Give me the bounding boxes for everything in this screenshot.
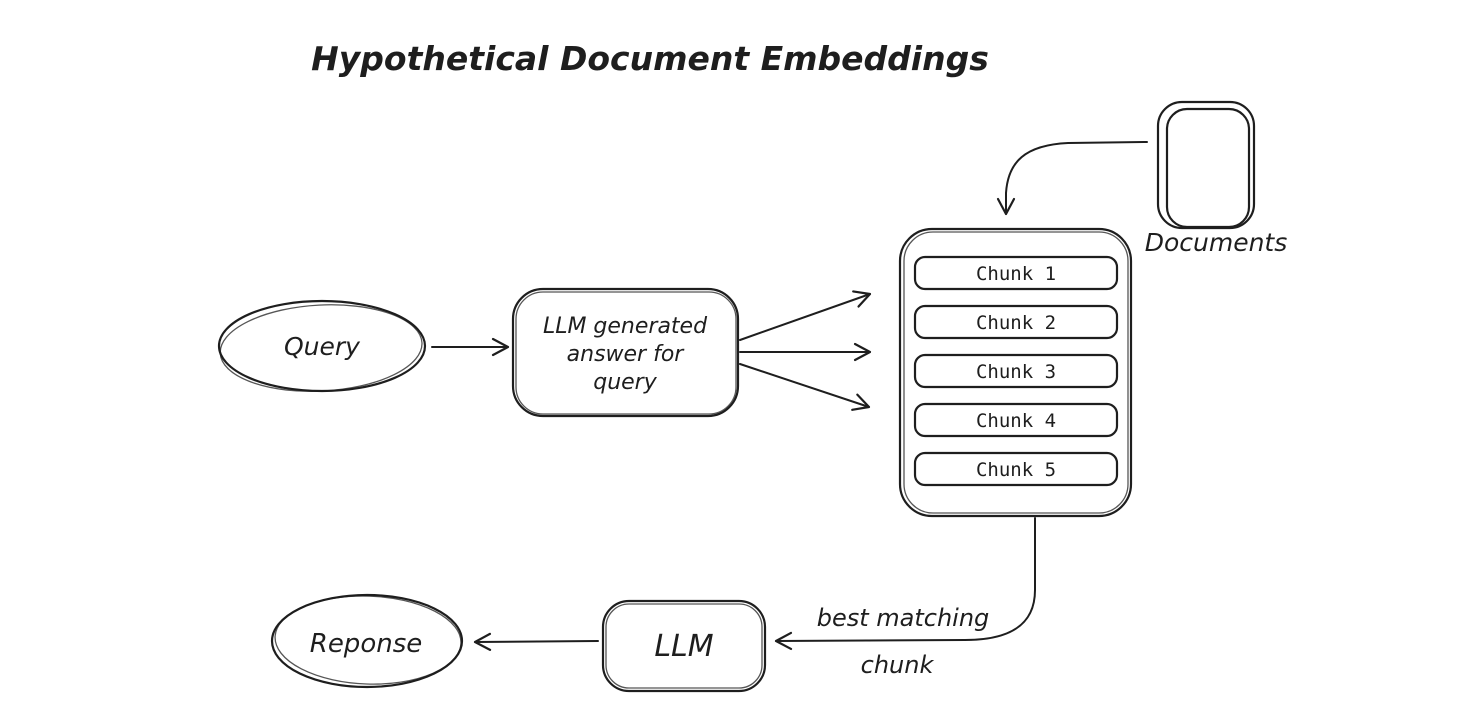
node-chunks-container: Chunk 1 Chunk 2 Chunk 3 Chunk 4 Chunk 5 (898, 227, 1133, 518)
edge-llm-to-response (473, 632, 599, 651)
sketch-overstroke (515, 291, 737, 415)
edge-documents-to-chunks (996, 141, 1148, 216)
llm-answer-line-1: LLM generated (543, 314, 708, 339)
edge-chunks-to-llm (774, 517, 1036, 651)
sketch-overstroke (274, 595, 462, 685)
sketch-overstroke (605, 603, 763, 689)
edge-label-best-matching: best matching (817, 604, 990, 632)
chunk-2-label: Chunk 2 (976, 312, 1056, 334)
chunk-1-label: Chunk 1 (976, 263, 1056, 285)
llm-answer-line-3: query (593, 370, 657, 395)
chunk-row-3: Chunk 3 (913, 353, 1119, 389)
node-llm-answer: LLM generated answer for query (511, 287, 740, 418)
query-label: Query (284, 332, 361, 361)
diagram-title: Hypothetical Document Embeddings (311, 39, 989, 78)
chunk-row-4: Chunk 4 (913, 402, 1119, 438)
chunk-row-2: Chunk 2 (913, 304, 1119, 340)
edge-answer-to-chunks-fan (739, 290, 872, 411)
chunk-row-5: Chunk 5 (913, 451, 1119, 487)
documents-label: Documents (1145, 228, 1288, 257)
llm-answer-line-2: answer for (567, 342, 686, 367)
chunk-row-1: Chunk 1 (913, 255, 1119, 291)
edge-label-chunk: chunk (861, 651, 935, 679)
response-label: Reponse (310, 629, 423, 659)
llm-label: LLM (654, 629, 713, 664)
chunk-5-label: Chunk 5 (976, 459, 1056, 481)
node-response: Reponse (270, 593, 464, 689)
sketch-overstroke (903, 231, 1129, 514)
documents-icon: Documents (1145, 100, 1288, 257)
chunk-3-label: Chunk 3 (976, 361, 1056, 383)
node-query: Query (217, 299, 427, 393)
node-llm: LLM (601, 599, 767, 693)
sketch-overstroke (219, 304, 423, 392)
chunk-4-label: Chunk 4 (976, 410, 1056, 432)
